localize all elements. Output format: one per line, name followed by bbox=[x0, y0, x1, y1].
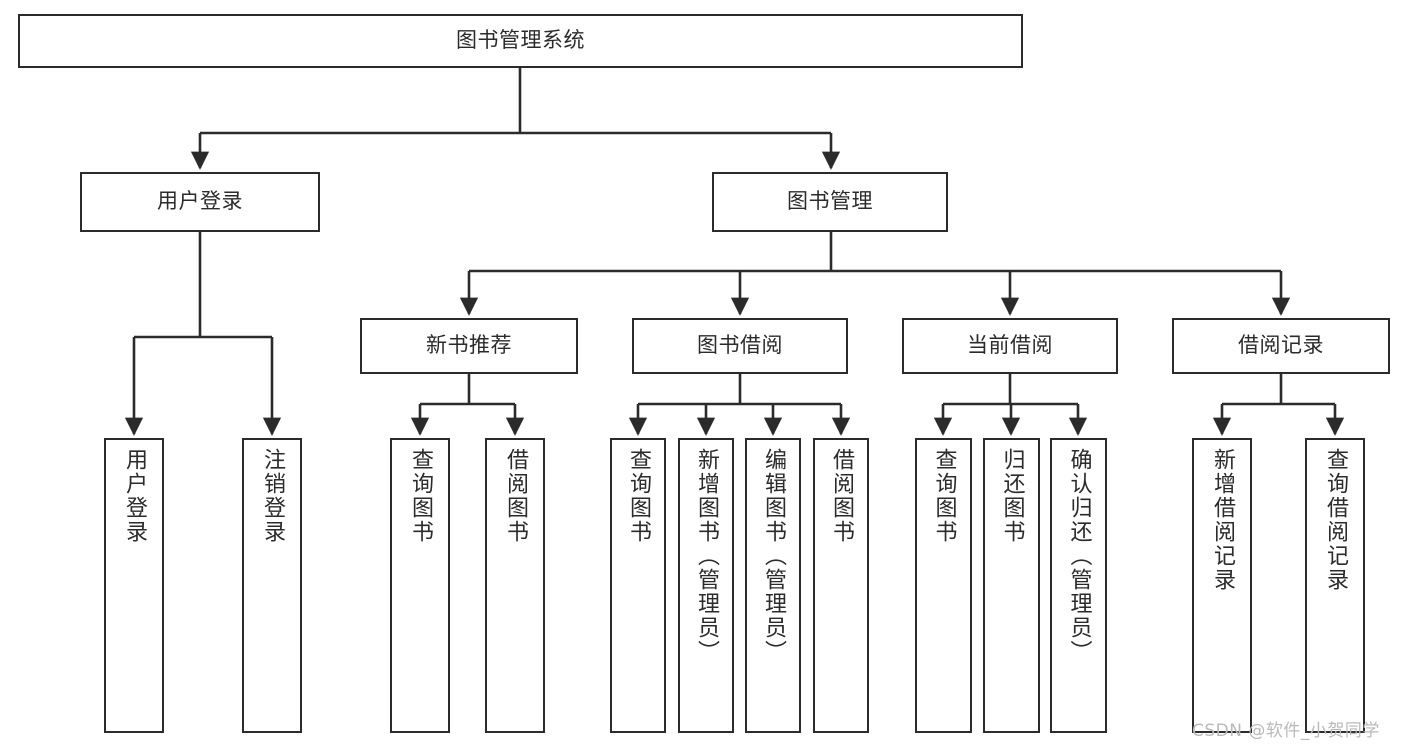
node-current-borrow[interactable]: 当前借阅 bbox=[902, 318, 1118, 374]
leaf-node[interactable]: 用户登录 bbox=[104, 438, 164, 733]
node-book-management-label: 图书管理 bbox=[787, 189, 873, 214]
leaf-node[interactable]: 查询借阅记录 bbox=[1305, 438, 1365, 733]
leaf-node[interactable]: 新增借阅记录 bbox=[1192, 438, 1252, 733]
node-book-borrow-label: 图书借阅 bbox=[697, 333, 783, 358]
leaf-node-label: 借阅图书 bbox=[502, 448, 528, 544]
leaf-node-label: 借阅图书 bbox=[828, 448, 854, 544]
node-user-login[interactable]: 用户登录 bbox=[80, 172, 320, 232]
leaf-node[interactable]: 确认归还（管理员） bbox=[1050, 438, 1107, 733]
leaf-node[interactable]: 归还图书 bbox=[983, 438, 1040, 733]
leaf-node-label: 查询借阅记录 bbox=[1322, 448, 1348, 592]
leaf-node[interactable]: 编辑图书（管理员） bbox=[745, 438, 801, 733]
node-new-book-recommend-label: 新书推荐 bbox=[426, 333, 512, 358]
leaf-node-label: 编辑图书（管理员） bbox=[760, 448, 786, 664]
node-root[interactable]: 图书管理系统 bbox=[18, 14, 1023, 68]
node-book-management[interactable]: 图书管理 bbox=[712, 172, 948, 232]
node-book-borrow[interactable]: 图书借阅 bbox=[632, 318, 848, 374]
node-user-login-label: 用户登录 bbox=[157, 189, 243, 214]
leaf-node-label: 注销登录 bbox=[259, 448, 285, 544]
leaf-node[interactable]: 借阅图书 bbox=[813, 438, 869, 733]
leaf-node[interactable]: 查询图书 bbox=[610, 438, 666, 733]
leaf-node-label: 用户登录 bbox=[121, 448, 147, 544]
leaf-node[interactable]: 新增图书（管理员） bbox=[678, 438, 734, 733]
leaf-node[interactable]: 注销登录 bbox=[242, 438, 302, 733]
leaf-node[interactable]: 查询图书 bbox=[915, 438, 972, 733]
leaf-node-label: 确认归还（管理员） bbox=[1066, 448, 1092, 664]
node-root-label: 图书管理系统 bbox=[456, 28, 585, 53]
leaf-node-label: 新增借阅记录 bbox=[1209, 448, 1235, 592]
node-borrow-record[interactable]: 借阅记录 bbox=[1172, 318, 1390, 374]
node-borrow-record-label: 借阅记录 bbox=[1238, 333, 1324, 358]
csdn-watermark: CSDN @软件_小贺同学 bbox=[1192, 721, 1380, 741]
leaf-node-label: 归还图书 bbox=[999, 448, 1025, 544]
leaf-node-label: 查询图书 bbox=[931, 448, 957, 544]
node-current-borrow-label: 当前借阅 bbox=[967, 333, 1053, 358]
leaf-node[interactable]: 查询图书 bbox=[390, 438, 450, 733]
leaf-node[interactable]: 借阅图书 bbox=[485, 438, 545, 733]
node-new-book-recommend[interactable]: 新书推荐 bbox=[360, 318, 578, 374]
leaf-node-label: 查询图书 bbox=[625, 448, 651, 544]
leaf-node-label: 新增图书（管理员） bbox=[693, 448, 719, 664]
leaf-node-label: 查询图书 bbox=[407, 448, 433, 544]
